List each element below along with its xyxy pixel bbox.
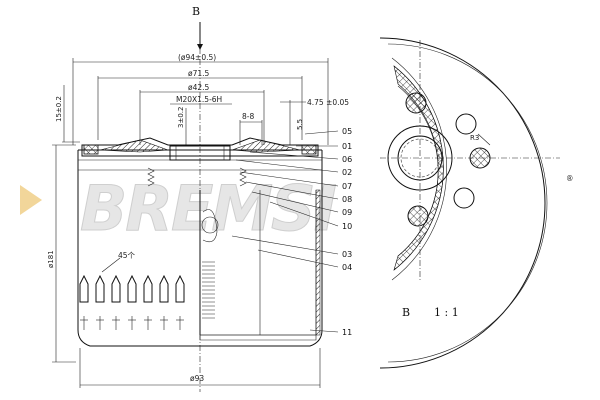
detail-oil-holes: [405, 92, 491, 227]
dim-base-dia: ø93: [190, 374, 204, 383]
top-dimensions: (ø94±0.5) ø71.5 ø42.5 M20X1.5-6H 3±0.2 8…: [72, 53, 349, 145]
watermark-text: BREMSI: [80, 172, 336, 245]
callout-label: 04: [342, 263, 352, 272]
watermark-arrow-icon: [20, 185, 42, 215]
callout-leader: [304, 130, 339, 135]
callout-leader: [257, 249, 339, 268]
callout-leader: [245, 181, 339, 200]
perforation-holes: 45个: [79, 251, 185, 330]
detail-view-b: R3 B 1 : 1: [379, 37, 560, 369]
callout-leader: [231, 235, 339, 255]
callout-label: 03: [342, 250, 352, 259]
dim-gasket-outer: ø71.5: [188, 69, 210, 78]
callout-label: 07: [342, 182, 352, 191]
callout-leader: [235, 159, 339, 173]
detail-scale: 1 : 1: [434, 306, 459, 319]
dim-gasket-inner: ø42.5: [188, 83, 210, 92]
callout-leader: [269, 201, 339, 227]
dim-top-height: 15±0.2: [55, 96, 63, 122]
dim-radius: R3: [470, 134, 479, 142]
valve-spring-left: [147, 167, 155, 187]
dim-wall-thickness: 4.75 ±0.05: [307, 98, 349, 107]
callout-label: 02: [342, 168, 352, 177]
callout-leader: [249, 151, 339, 160]
part-callouts: 05 01 06 02 07 08 09 10 03 04 11: [231, 127, 352, 337]
callout-label: 08: [342, 195, 352, 204]
callout-label: 05: [342, 127, 352, 136]
detail-gasket-ring: [393, 65, 444, 271]
callout-label: 06: [342, 155, 352, 164]
callout-leader: [239, 171, 339, 187]
callout-leader: [251, 191, 339, 213]
callout-label: 10: [342, 222, 352, 231]
callout-label: 11: [342, 328, 352, 337]
gasket-right: [301, 144, 317, 155]
dim-5-5: 5.5: [296, 119, 304, 130]
left-dimensions: 15±0.2 ø181: [47, 85, 80, 363]
dim-body-height: ø181: [47, 250, 55, 268]
section-label: B: [192, 5, 200, 18]
dim-height-small: 3±0.2: [177, 107, 185, 128]
gasket-left: [83, 144, 99, 155]
filter-pleats: [201, 209, 219, 319]
detail-label: B: [402, 306, 410, 319]
section-arrow-icon: [197, 44, 203, 50]
threaded-hub: [169, 145, 231, 161]
callout-leader: [309, 329, 339, 333]
callout-label: 01: [342, 142, 352, 151]
brand-watermark: BREMSI ®: [20, 172, 574, 246]
valve-spring-right: [239, 167, 247, 187]
registered-mark: ®: [566, 174, 574, 183]
dim-overall-dia: (ø94±0.5): [178, 53, 216, 62]
dim-holes: 45个: [118, 251, 136, 260]
callout-label: 09: [342, 208, 352, 217]
dim-8-8: 8-8: [242, 112, 254, 121]
dim-thread: M20X1.5-6H: [176, 95, 222, 104]
